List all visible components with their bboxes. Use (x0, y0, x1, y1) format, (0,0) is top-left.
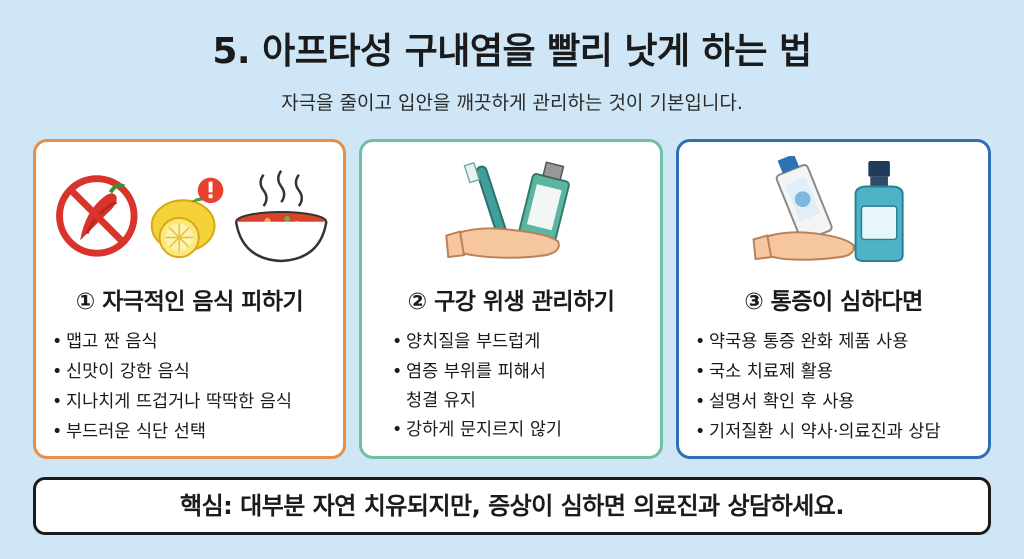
card-1-heading: ① 자극적인 음식 피하기 (75, 289, 304, 315)
hand-ointment-tube-icon (752, 156, 855, 261)
card-1-list: 맵고 짠 음식 신맛이 강한 음식 지나치게 뜨겁거나 딱딱한 음식 부드러운 … (52, 327, 292, 447)
card-3-heading: ③ 통증이 심하다면 (744, 289, 923, 315)
lemon-warning-icon (150, 177, 224, 259)
card-3-list: 약국용 통증 완화 제품 사용 국소 치료제 활용 설명서 확인 후 사용 기저… (695, 327, 941, 447)
list-item: 국소 치료제 활용 (695, 357, 941, 387)
food-illustration (56, 170, 328, 263)
page-title: 5. 아프타성 구내염을 빨리 낫게 하는 법 (212, 31, 812, 72)
list-item: 기저질환 시 약사·의료진과 상담 (695, 417, 941, 447)
list-item: 양치질을 부드럽게 (392, 327, 562, 357)
medicine-illustration (752, 156, 904, 263)
card-2-heading: ② 구강 위생 관리하기 (407, 289, 615, 315)
list-item: 설명서 확인 후 사용 (695, 387, 941, 417)
card-severe-pain: ③ 통증이 심하다면 약국용 통증 완화 제품 사용 국소 치료제 활용 설명서… (676, 139, 991, 459)
hand-toothbrush-toothpaste-icon (445, 161, 570, 259)
no-spicy-pepper-icon (56, 175, 138, 257)
list-item: 강하게 문지르지 않기 (392, 415, 562, 445)
list-item: 지나치게 뜨겁거나 딱딱한 음식 (52, 387, 292, 417)
list-item: 약국용 통증 완화 제품 사용 (695, 327, 941, 357)
list-item: 신맛이 강한 음식 (52, 357, 292, 387)
hot-soup-bowl-icon (234, 170, 328, 263)
mouthwash-bottle-icon (854, 160, 904, 263)
page-subtitle: 자극을 줄이고 입안을 깨끗하게 관리하는 것이 기본입니다. (281, 92, 743, 114)
key-takeaway-banner: 핵심: 대부분 자연 치유되지만, 증상이 심하면 의료진과 상담하세요. (33, 477, 991, 535)
list-item: 부드러운 식단 선택 (52, 417, 292, 447)
list-item: 맵고 짠 음식 (52, 327, 292, 357)
card-avoid-irritating-food: ① 자극적인 음식 피하기 맵고 짠 음식 신맛이 강한 음식 지나치게 뜨겁거… (33, 139, 346, 459)
hygiene-illustration (445, 161, 570, 259)
